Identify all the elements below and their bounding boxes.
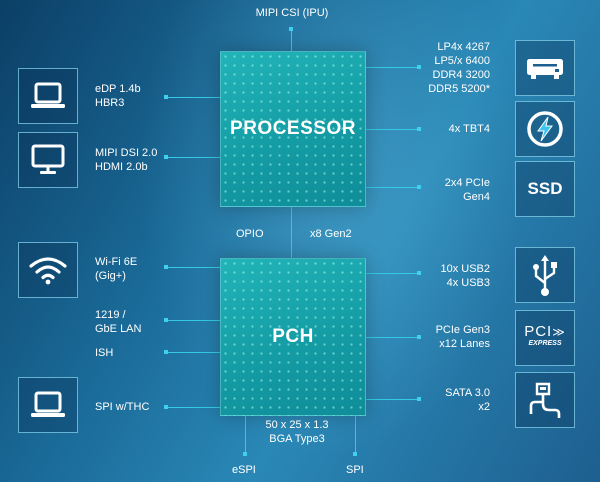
memory-line3: DDR4 3200 xyxy=(432,69,490,81)
wifi-icon xyxy=(29,257,67,285)
wire-dot xyxy=(164,265,168,269)
memory-line1: LP4x 4267 xyxy=(437,41,490,53)
wire-dot xyxy=(243,452,247,456)
express-text: EXPRESS xyxy=(528,340,562,347)
wire-tbt xyxy=(364,129,419,130)
pci-express-logo: PCI≫ EXPRESS xyxy=(524,323,566,350)
laptop-icon xyxy=(31,82,65,108)
wire-dot xyxy=(164,405,168,409)
laptop-icon-box-edp xyxy=(18,68,78,124)
lan-line2: GbE LAN xyxy=(95,323,142,335)
edp-label: eDP 1.4b HBR3 xyxy=(95,82,141,110)
wire-ish xyxy=(165,352,220,353)
wire-dot xyxy=(164,95,168,99)
edp-line1: eDP 1.4b xyxy=(95,83,141,95)
wire-dot xyxy=(417,397,421,401)
pcie-proc-line2: Gen4 xyxy=(463,191,490,203)
pch-chip: PCH xyxy=(220,258,366,416)
laptop-icon xyxy=(31,391,65,417)
wifi-line1: Wi-Fi 6E xyxy=(95,256,138,268)
wire-dot xyxy=(289,27,293,31)
processor-title: PROCESSOR xyxy=(230,118,356,139)
thunderbolt-icon xyxy=(527,111,563,147)
usb-icon xyxy=(533,255,557,296)
memory-line2: LP5/x 6400 xyxy=(434,55,490,67)
thunderbolt-icon-box xyxy=(515,101,575,157)
sata-icon-box xyxy=(515,372,575,428)
mipi-dsi-line1: MIPI DSI 2.0 xyxy=(95,147,158,159)
wire-dot xyxy=(417,335,421,339)
wire-wifi xyxy=(165,267,220,268)
package-size-label: 50 x 25 x 1.3 xyxy=(265,419,329,431)
spi-thc-label: SPI w/THC xyxy=(95,401,150,413)
processor-chip: PROCESSOR xyxy=(220,51,366,207)
wifi-icon-box xyxy=(18,242,78,298)
wire-top-csi xyxy=(291,28,292,51)
sata-label: SATA 3.0 x2 xyxy=(400,386,490,414)
wire-edp xyxy=(165,97,220,98)
usb-icon-box xyxy=(515,247,575,303)
wifi-label: Wi-Fi 6E (Gig+) xyxy=(95,255,137,283)
tbt-label: 4x TBT4 xyxy=(448,123,490,135)
wire-dot xyxy=(417,185,421,189)
pcie-proc-line1: 2x4 PCIe xyxy=(444,177,490,189)
memory-icon-box xyxy=(515,40,575,96)
mipi-csi-label: MIPI CSI (IPU) xyxy=(255,7,329,19)
monitor-icon xyxy=(31,144,65,174)
wire-dot xyxy=(417,65,421,69)
wire-dot xyxy=(164,155,168,159)
pcie-pch-line1: PCIe Gen3 xyxy=(435,324,490,336)
wire-dot xyxy=(164,350,168,354)
ish-label: ISH xyxy=(95,347,114,359)
edp-line2: HBR3 xyxy=(95,97,125,109)
wire-dot xyxy=(353,452,357,456)
wire-dot xyxy=(164,318,168,322)
pcie-pch-label: PCIe Gen3 x12 Lanes xyxy=(400,323,490,351)
ssd-icon-box: SSD xyxy=(515,161,575,217)
lan-line1: 1219 / xyxy=(95,309,126,321)
wire-opio xyxy=(291,205,292,258)
sata-line2: x2 xyxy=(478,401,490,413)
pci-chevron-icon: ≫ xyxy=(552,325,566,339)
package-type-label: BGA Type3 xyxy=(269,433,325,445)
wire-usb xyxy=(364,273,419,274)
wire-sata xyxy=(364,399,419,400)
spi-label: SPI xyxy=(346,464,364,476)
memory-line4: DDR5 5200* xyxy=(428,83,490,95)
sata-cable-icon xyxy=(529,382,561,418)
espi-label: eSPI xyxy=(232,464,256,476)
wire-dot xyxy=(417,271,421,275)
usb-line1: 10x USB2 xyxy=(440,263,490,275)
pci-logo-text: PCI≫ xyxy=(524,323,566,340)
wire-espi xyxy=(245,414,246,456)
pci-express-icon-box: PCI≫ EXPRESS xyxy=(515,310,575,366)
wire-pcie-pch xyxy=(364,337,419,338)
wire-mipi-dsi xyxy=(165,157,220,158)
sata-line1: SATA 3.0 xyxy=(445,387,490,399)
pci-text: PCI xyxy=(524,323,553,340)
wire-dot xyxy=(417,127,421,131)
usb-line2: 4x USB3 xyxy=(446,277,490,289)
memory-label: LP4x 4267 LP5/x 6400 DDR4 3200 DDR5 5200… xyxy=(400,40,490,96)
memory-device-icon xyxy=(527,59,563,79)
wire-spi-thc xyxy=(165,407,220,408)
mipi-dsi-line2: HDMI 2.0b xyxy=(95,161,148,173)
monitor-icon-box xyxy=(18,132,78,188)
usb-label: 10x USB2 4x USB3 xyxy=(400,262,490,290)
pcie-pch-line2: x12 Lanes xyxy=(439,338,490,350)
wire-lan xyxy=(165,320,220,321)
wire-memory xyxy=(364,67,419,68)
wire-spi xyxy=(355,414,356,456)
ssd-icon: SSD xyxy=(527,179,563,198)
x8-gen2-label: x8 Gen2 xyxy=(310,228,352,240)
laptop-icon-box-spi xyxy=(18,377,78,433)
wifi-line2: (Gig+) xyxy=(95,270,126,282)
lan-label: 1219 / GbE LAN xyxy=(95,308,141,336)
opio-label: OPIO xyxy=(236,228,264,240)
pch-title: PCH xyxy=(272,326,314,347)
wire-pcie-proc xyxy=(364,187,419,188)
mipi-dsi-label: MIPI DSI 2.0 HDMI 2.0b xyxy=(95,146,157,174)
pcie-proc-label: 2x4 PCIe Gen4 xyxy=(400,176,490,204)
